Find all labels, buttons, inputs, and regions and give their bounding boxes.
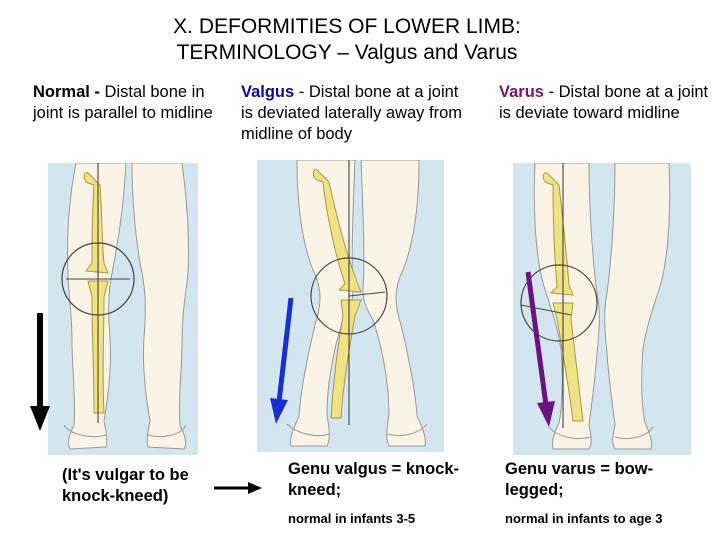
normal-term: Normal - xyxy=(33,83,100,101)
valgus-description: Valgus - Distal bone at a joint is devia… xyxy=(241,82,471,145)
valgus-caption: Genu valgus = knock-kneed; normal in inf… xyxy=(288,459,478,527)
valgus-caption-sub: normal in infants 3-5 xyxy=(288,510,478,527)
varus-caption: Genu varus = bow-legged; normal in infan… xyxy=(505,459,710,527)
valgus-caption-main: Genu valgus = knock-kneed; xyxy=(288,460,459,499)
normal-caption: (It's vulgar to be knock-kneed) xyxy=(62,465,212,507)
varus-term: Varus xyxy=(499,83,544,101)
varus-caption-sub: normal in infants to age 3 xyxy=(505,510,710,527)
valgus-term: Valgus xyxy=(241,83,294,101)
arrow-right-icon xyxy=(214,482,262,494)
normal-description: Normal - Distal bone in joint is paralle… xyxy=(33,82,223,124)
varus-description: Varus - Distal bone at a joint is deviat… xyxy=(499,82,714,124)
varus-caption-main: Genu varus = bow-legged; xyxy=(505,460,653,499)
normal-leg-illustration xyxy=(48,163,198,455)
valgus-leg-right xyxy=(361,160,425,446)
varus-leg-right xyxy=(605,163,670,449)
varus-leg-illustration xyxy=(513,163,691,455)
arrow-down-icon xyxy=(30,313,50,431)
title-line-1: X. DEFORMITIES OF LOWER LIMB: xyxy=(0,14,720,40)
page-title: X. DEFORMITIES OF LOWER LIMB: TERMINOLOG… xyxy=(0,14,720,66)
title-line-2: TERMINOLOGY – Valgus and Varus xyxy=(0,40,720,66)
valgus-leg-illustration xyxy=(257,160,444,452)
normal-leg-right xyxy=(132,163,189,449)
